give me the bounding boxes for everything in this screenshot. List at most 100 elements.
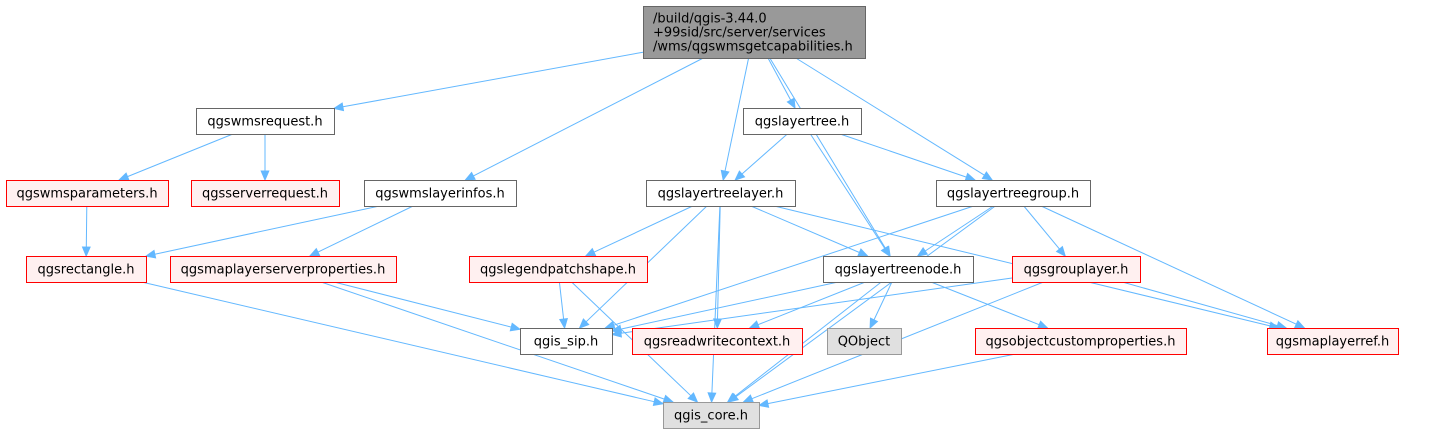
edge-arrowhead-icon xyxy=(786,97,796,110)
edge-qgsmaplayerserverproperties-to-qgis_core xyxy=(320,281,675,404)
node-label: /build/qgis-3.44.0 xyxy=(653,12,767,27)
edge-line xyxy=(593,205,693,253)
node-label: qgsmaplayerserverproperties.h xyxy=(181,263,386,278)
node-box xyxy=(1012,256,1141,283)
edge-line xyxy=(558,281,565,320)
edge-line xyxy=(767,57,792,101)
node-label: qgsobjectcustomproperties.h xyxy=(986,335,1176,350)
node-qgsobjectcustomproperties[interactable]: qgsobjectcustomproperties.h xyxy=(975,328,1187,355)
edge-line xyxy=(795,57,985,176)
edge-qgsmaplayerserverproperties-to-qgis_sip xyxy=(333,281,522,332)
node-label: qgsrectangle.h xyxy=(37,263,134,278)
edge-qgsgrouplayer-to-qgis_sip xyxy=(610,277,1013,338)
edge-line xyxy=(342,51,644,108)
edge-arrowhead-icon xyxy=(584,247,597,257)
node-qgslayertreelayer[interactable]: qgslayertreelayer.h xyxy=(646,180,796,207)
edge-line xyxy=(141,281,655,403)
node-box xyxy=(191,180,340,207)
edge-line xyxy=(85,205,88,248)
node-box xyxy=(632,328,803,355)
node-qgsserverrequest[interactable]: qgsserverrequest.h xyxy=(191,180,340,207)
node-qgsrectangle[interactable]: qgsrectangle.h xyxy=(26,256,147,283)
node-label: qgslegendpatchshape.h xyxy=(480,263,636,278)
edge-line xyxy=(333,281,512,328)
node-qgsgrouplayer[interactable]: qgsgrouplayer.h xyxy=(1012,256,1141,283)
node-box xyxy=(827,328,902,355)
edge-qgslayertreegroup-to-qgsmaplayerref xyxy=(1040,205,1306,329)
edge-line xyxy=(711,205,721,394)
node-box xyxy=(26,256,147,283)
edge-arrowhead-icon xyxy=(748,320,761,329)
node-qgslayertree[interactable]: qgslayertree.h xyxy=(743,108,862,135)
node-label: qgsreadwritecontext.h xyxy=(644,335,791,350)
edge-arrowhead-icon xyxy=(1293,319,1306,329)
node-qobject[interactable]: QObject xyxy=(827,328,902,355)
edge-arrowhead-icon xyxy=(712,318,723,330)
edge-qgslayertreenode-to-qgsobjectcustomproperties xyxy=(930,281,1049,329)
edge-line xyxy=(734,281,882,397)
edge-arrowhead-icon xyxy=(869,317,879,330)
edge-qgsobjectcustomproperties-to-qgis_core xyxy=(757,353,1016,408)
node-label: QObject xyxy=(838,335,891,350)
edge-qgslayertreegroup-to-qgis_core xyxy=(727,205,996,403)
node-label: +99sid/src/server/services xyxy=(653,26,826,41)
edge-line xyxy=(741,133,788,175)
node-qgslayertreenode[interactable]: qgslayertreenode.h xyxy=(823,256,974,283)
node-box xyxy=(364,180,517,207)
edge-line xyxy=(724,57,750,172)
edge-arrowhead-icon xyxy=(662,394,675,404)
edge-line xyxy=(317,205,414,253)
node-label: qgis_core.h xyxy=(674,409,748,424)
node-qgsreadwritecontext[interactable]: qgsreadwritecontext.h xyxy=(632,328,803,355)
node-qgswmsparameters[interactable]: qgswmsparameters.h xyxy=(6,180,169,207)
node-qgswmslayerinfos[interactable]: qgswmslayerinfos.h xyxy=(364,180,517,207)
node-qgslayertreegroup[interactable]: qgslayertreegroup.h xyxy=(936,180,1091,207)
edge-arrowhead-icon xyxy=(652,397,665,407)
edge-arrowhead-icon xyxy=(707,392,717,404)
edge-qgslayertreenode-to-qobject xyxy=(869,281,893,330)
edge-root-to-qgslayertreelayer xyxy=(720,57,750,182)
node-box xyxy=(1267,328,1399,355)
node-label: qgsmaplayerref.h xyxy=(1276,335,1390,350)
edge-line xyxy=(750,205,860,253)
edge-arrowhead-icon xyxy=(916,246,929,257)
node-qgis_core[interactable]: qgis_core.h xyxy=(663,402,760,429)
node-qgsmaplayerserverproperties[interactable]: qgsmaplayerserverproperties.h xyxy=(170,256,397,283)
edge-arrowhead-icon xyxy=(981,171,994,181)
node-label: qgslayertree.h xyxy=(755,115,849,130)
edge-arrowhead-icon xyxy=(1037,320,1049,329)
edge-arrowhead-icon xyxy=(964,172,977,182)
edge-arrowhead-icon xyxy=(757,399,770,408)
edge-line xyxy=(930,281,1040,326)
edge-arrowhead-icon xyxy=(509,322,522,332)
node-box xyxy=(823,256,974,283)
edge-arrowhead-icon xyxy=(880,245,891,258)
edge-line xyxy=(873,281,893,321)
node-box xyxy=(469,256,648,283)
edge-line xyxy=(1023,205,1060,250)
edge-arrowhead-icon xyxy=(1055,245,1067,257)
edge-arrowhead-icon xyxy=(464,171,476,181)
node-label: qgsserverrequest.h xyxy=(202,187,328,202)
node-qgsmaplayerref[interactable]: qgsmaplayerref.h xyxy=(1267,328,1399,355)
edge-arrowhead-icon xyxy=(610,328,622,338)
edge-line xyxy=(127,133,234,178)
node-qgslegendpatchshape[interactable]: qgslegendpatchshape.h xyxy=(469,256,648,283)
node-label: qgis_sip.h xyxy=(534,335,598,350)
node-label: qgswmsrequest.h xyxy=(207,115,322,130)
node-label: qgslayertreelayer.h xyxy=(658,187,784,202)
node-label: qgslayertreegroup.h xyxy=(947,187,1079,202)
edge-arrowhead-icon xyxy=(687,392,699,403)
edge-arrowhead-icon xyxy=(726,392,738,403)
edge-line xyxy=(924,205,994,252)
node-label: qgswmsparameters.h xyxy=(16,187,157,202)
node-qgswmsrequest[interactable]: qgswmsrequest.h xyxy=(196,108,335,135)
edge-arrowhead-icon xyxy=(857,248,869,257)
edge-root-to-qgslayertree xyxy=(767,57,796,110)
edge-qgswmsrequest-to-qgsserverrequest xyxy=(260,134,270,182)
edge-qgswmsrequest-to-qgswmsparameters xyxy=(117,133,234,181)
node-qgis_sip[interactable]: qgis_sip.h xyxy=(520,328,613,355)
node-root: /build/qgis-3.44.0+99sid/src/server/serv… xyxy=(643,6,866,59)
edges-layer xyxy=(81,51,1306,408)
